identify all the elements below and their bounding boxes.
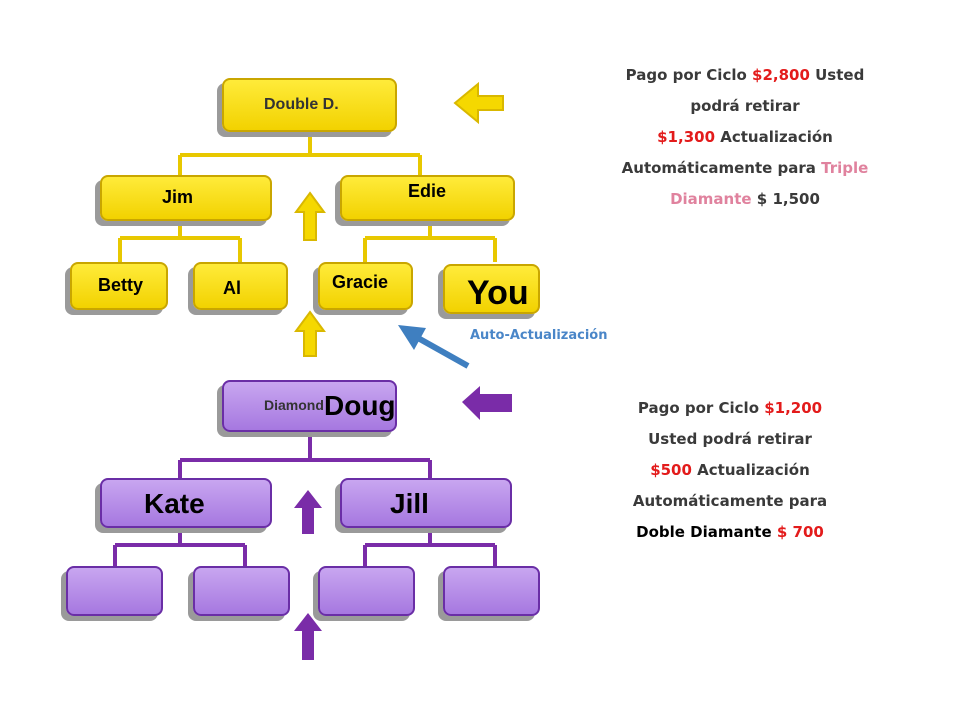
yellow-up-arrow-icon <box>294 310 326 357</box>
empty-node <box>193 566 290 616</box>
note-bottom-line-5: Doble Diamante $ 700 <box>636 523 824 541</box>
top-tree-connectors <box>118 132 497 262</box>
root-node-double-d: Double D. <box>222 78 397 132</box>
node-gracie-label: Gracie <box>332 272 389 292</box>
empty-node <box>66 566 163 616</box>
note-bottom-line-1: Pago por Ciclo $1,200 <box>637 399 823 417</box>
note-top: Pago por Ciclo $2,800 Usted podrá retira… <box>585 60 905 215</box>
node-jill: Jill <box>340 478 512 528</box>
node-jim-label: Jim <box>162 187 194 207</box>
node-kate-label: Kate <box>144 488 205 519</box>
root-node-label: Double D. <box>264 96 339 113</box>
note-bottom-line-4: Automáticamente para <box>632 492 828 510</box>
auto-update-label: Auto-Actualización <box>470 328 608 343</box>
root-node-diamond-label: Diamond <box>264 397 324 413</box>
note-bottom-line-2: Usted podrá retirar <box>648 430 812 448</box>
node-jill-label: Jill <box>390 488 429 519</box>
node-betty-label: Betty <box>98 275 144 295</box>
root-node-diamond: Diamond Doug <box>222 380 397 432</box>
node-jim: Jim <box>100 175 272 221</box>
note-bottom: Pago por Ciclo $1,200 Usted podrá retira… <box>570 393 890 548</box>
bottom-tree-connectors <box>113 432 497 566</box>
purple-up-arrow-icon <box>294 490 322 534</box>
node-you: You <box>443 264 540 314</box>
purple-left-arrow-icon <box>462 386 512 420</box>
note-top-line-3: $1,300 Actualización <box>657 128 833 146</box>
note-top-line-2: podrá retirar <box>690 97 800 115</box>
purple-up-arrow-icon <box>294 613 322 660</box>
root-node-doug-label: Doug <box>324 390 396 421</box>
note-bottom-line-3: $500 Actualización <box>650 461 810 479</box>
note-top-line-1: Pago por Ciclo $2,800 Usted <box>625 66 865 84</box>
node-you-label: You <box>467 274 529 312</box>
empty-node <box>443 566 540 616</box>
note-top-line-5: Diamante $ 1,500 <box>670 190 820 208</box>
yellow-up-arrow-icon <box>294 191 326 241</box>
node-gracie: Gracie <box>318 262 413 310</box>
node-edie: Edie <box>340 175 515 221</box>
node-betty: Betty <box>70 262 168 310</box>
node-al-label: Al <box>223 278 241 298</box>
note-top-line-4: Automáticamente para Triple <box>621 159 869 177</box>
yellow-left-arrow-icon <box>453 81 504 125</box>
empty-node <box>318 566 415 616</box>
node-kate: Kate <box>100 478 272 528</box>
node-edie-label: Edie <box>408 181 447 201</box>
node-al: Al <box>193 262 288 310</box>
auto-update-arrow-icon <box>398 325 470 369</box>
